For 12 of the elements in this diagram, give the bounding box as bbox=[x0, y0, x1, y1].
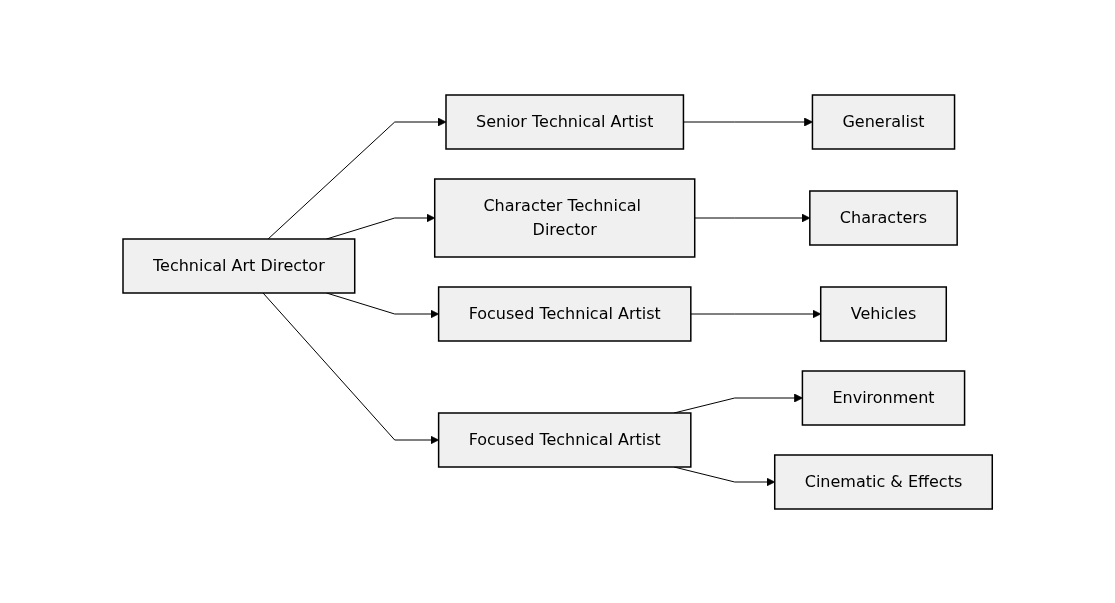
node-box: Environment bbox=[801, 369, 966, 426]
node-box: Characters bbox=[808, 189, 958, 246]
node-box: Focused Technical Artist bbox=[437, 285, 692, 342]
node-box: Vehicles bbox=[819, 285, 947, 342]
node-box: Generalist bbox=[811, 93, 956, 150]
node-box: Senior Technical Artist bbox=[445, 93, 685, 150]
arrow bbox=[690, 309, 821, 318]
node-box: Character Technical Director bbox=[433, 177, 696, 258]
node-box: Focused Technical Artist bbox=[437, 411, 692, 468]
arrow bbox=[262, 292, 439, 444]
node-box: Cinematic & Effects bbox=[773, 453, 993, 510]
node-box: Technical Art Director bbox=[122, 237, 356, 294]
